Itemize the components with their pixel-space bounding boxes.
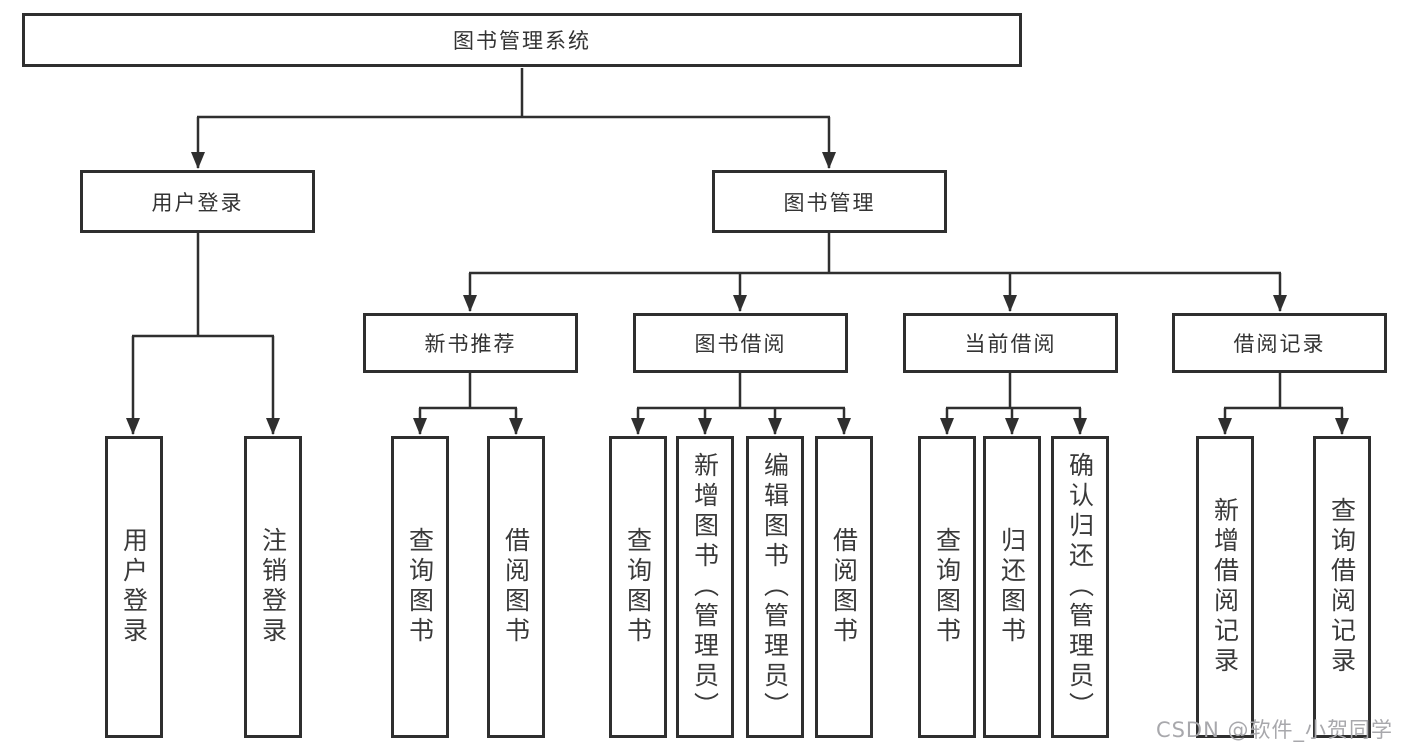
node-leaf-query-books-borrow-label: 查询图书: [623, 527, 653, 647]
node-new-book-recommend: 新书推荐: [363, 313, 578, 373]
node-leaf-query-borrow-record: 查询借阅记录: [1313, 436, 1371, 738]
tree-arrow-lines: [126, 117, 1349, 435]
node-borrow-records-label: 借阅记录: [1233, 332, 1326, 356]
node-current-borrow-label: 当前借阅: [964, 332, 1057, 356]
node-leaf-return-book: 归还图书: [983, 436, 1041, 738]
node-leaf-borrow-books-recommend: 借阅图书: [487, 436, 545, 738]
node-borrow-records: 借阅记录: [1172, 313, 1387, 373]
node-new-book-recommend-label: 新书推荐: [424, 332, 517, 356]
node-leaf-add-book-admin-label: 新增图书（管理员）: [690, 452, 720, 722]
node-leaf-add-borrow-record-label: 新增借阅记录: [1210, 497, 1240, 677]
node-leaf-borrow-books-borrow: 借阅图书: [815, 436, 873, 738]
node-leaf-query-borrow-record-label: 查询借阅记录: [1327, 497, 1357, 677]
node-leaf-logout: 注销登录: [244, 436, 302, 738]
node-leaf-query-books-recommend-label: 查询图书: [405, 527, 435, 647]
node-leaf-user-login-label: 用户登录: [119, 527, 149, 647]
node-leaf-query-books-recommend: 查询图书: [391, 436, 449, 738]
tree-branch-lines: [132, 68, 1343, 410]
node-root: 图书管理系统: [22, 13, 1022, 67]
node-leaf-add-book-admin: 新增图书（管理员）: [676, 436, 734, 738]
node-leaf-logout-label: 注销登录: [258, 527, 288, 647]
node-leaf-borrow-books-recommend-label: 借阅图书: [501, 527, 531, 647]
watermark-text: CSDN @软件_小贺同学: [1155, 718, 1393, 742]
node-current-borrow: 当前借阅: [903, 313, 1118, 373]
node-root-label: 图书管理系统: [453, 29, 591, 53]
node-user-login-label: 用户登录: [151, 190, 244, 215]
node-user-login: 用户登录: [80, 170, 315, 233]
node-leaf-borrow-books-borrow-label: 借阅图书: [829, 527, 859, 647]
node-book-management: 图书管理: [712, 170, 947, 233]
node-leaf-return-book-label: 归还图书: [997, 527, 1027, 647]
node-leaf-query-books-current: 查询图书: [918, 436, 976, 738]
node-book-borrow-label: 图书借阅: [694, 332, 787, 356]
node-leaf-query-books-current-label: 查询图书: [932, 527, 962, 647]
node-book-borrow: 图书借阅: [633, 313, 848, 373]
node-leaf-confirm-return-admin: 确认归还（管理员）: [1051, 436, 1109, 738]
node-leaf-edit-book-admin-label: 编辑图书（管理员）: [760, 452, 790, 722]
node-leaf-query-books-borrow: 查询图书: [609, 436, 667, 738]
node-leaf-edit-book-admin: 编辑图书（管理员）: [746, 436, 804, 738]
node-leaf-confirm-return-admin-label: 确认归还（管理员）: [1065, 452, 1095, 722]
node-leaf-add-borrow-record: 新增借阅记录: [1196, 436, 1254, 738]
node-book-management-label: 图书管理: [783, 190, 876, 215]
node-leaf-user-login: 用户登录: [105, 436, 163, 738]
